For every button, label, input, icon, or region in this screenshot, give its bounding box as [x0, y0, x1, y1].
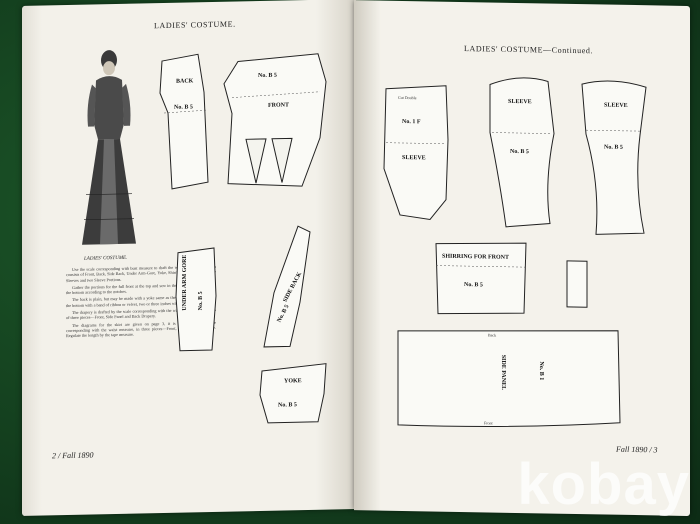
pattern-number: No. B 5	[510, 149, 529, 155]
pattern-number: No. B 5	[464, 282, 483, 288]
pattern-number: No. B 1	[538, 361, 544, 380]
pattern-note: Cut Double	[398, 95, 417, 100]
watermark-logo: kobay	[517, 452, 690, 517]
pattern-sleeve-b5-b: SLEEVE No. B 5	[581, 80, 647, 235]
pattern-sleeve-b5-a: SLEEVE No. B 5	[489, 77, 555, 228]
pattern-label: UNDER ARM GORE	[182, 255, 188, 311]
pattern-front: FRONT No. B 5	[223, 53, 327, 187]
pattern-collar	[566, 260, 588, 308]
left-page: LADIES' COSTUME. LADIES' COSTUME. Use th…	[22, 0, 356, 516]
pattern-label: SLEEVE	[604, 102, 628, 108]
pattern-label: SHIRRING FOR FRONT	[442, 254, 509, 261]
right-page: LADIES' COSTUME—Continued. Cut Double No…	[354, 0, 690, 517]
pattern-back: BACK No. B 5	[159, 53, 209, 190]
pattern-number: No. B 5	[278, 402, 297, 408]
left-page-title: LADIES' COSTUME.	[154, 19, 236, 31]
pattern-side-panel: Back Front SIDE PANEL No. B 1	[397, 330, 621, 427]
pattern-number: No. B 5	[604, 144, 623, 150]
pattern-number: No. B 5	[174, 104, 193, 110]
pattern-under-arm-gore: UNDER ARM GORE No. B 5	[175, 247, 217, 352]
pattern-label: SLEEVE	[402, 155, 426, 161]
pattern-number: No. B 5	[258, 73, 277, 79]
pattern-shirring-front: SHIRRING FOR FRONT No. B 5	[435, 242, 527, 315]
pattern-label: FRONT	[268, 102, 289, 108]
left-folio: 2 / Fall 1890	[52, 450, 94, 461]
open-book: LADIES' COSTUME. LADIES' COSTUME. Use th…	[14, 0, 698, 517]
panel-bottom-edge-label: Front	[484, 420, 494, 425]
pattern-label: BACK	[176, 78, 194, 84]
pattern-number: No. 1 F	[402, 119, 421, 125]
costume-illustration	[82, 50, 136, 245]
pattern-number: No. B 5	[198, 291, 204, 310]
pattern-label: SLEEVE	[508, 99, 532, 105]
pattern-label: SIDE PANEL	[500, 355, 506, 391]
panel-top-edge-label: Back	[488, 332, 496, 337]
pattern-yoke: YOKE No. B 5	[259, 363, 327, 424]
pattern-label: YOKE	[284, 378, 302, 384]
pattern-sleeve-1f: Cut Double No. 1 F SLEEVE	[383, 85, 449, 220]
pattern-side-back: SIDE BACK No. B 5	[263, 225, 311, 348]
figure-caption: LADIES' COSTUME.	[84, 255, 128, 262]
right-page-title: LADIES' COSTUME—Continued.	[464, 44, 594, 56]
